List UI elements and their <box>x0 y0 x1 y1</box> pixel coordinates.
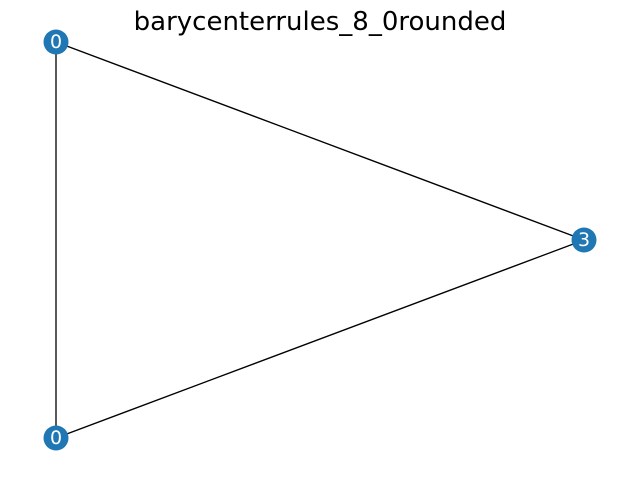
edge-n-top-left-n-right <box>55 41 585 241</box>
graph-node-n-top-left: 0 <box>43 29 69 55</box>
node-circle <box>43 425 69 451</box>
nodes-layer: 0 3 0 <box>43 29 597 451</box>
node-label: 0 <box>50 31 62 53</box>
node-label: 3 <box>578 229 590 251</box>
edge-n-bottom-left-n-right <box>55 239 585 439</box>
graph-node-n-right: 3 <box>571 227 597 253</box>
node-circle <box>571 227 597 253</box>
figure-title: barycenterrules_8_0rounded <box>133 7 507 37</box>
edges-layer <box>55 41 585 439</box>
graph-node-n-bottom-left: 0 <box>43 425 69 451</box>
node-circle <box>43 29 69 55</box>
node-label: 0 <box>50 427 62 449</box>
